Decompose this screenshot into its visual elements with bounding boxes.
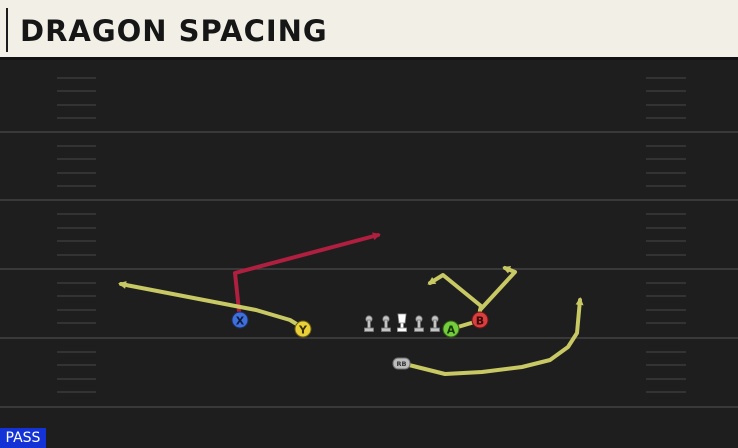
hash-marks-left bbox=[57, 77, 96, 393]
lineman-lt bbox=[364, 315, 374, 332]
hash-marks-right bbox=[646, 77, 686, 393]
route-y-out bbox=[118, 281, 305, 330]
player-x-label: X bbox=[236, 315, 245, 328]
lineman-rg bbox=[414, 315, 424, 332]
title-accent bbox=[6, 8, 8, 52]
play-type-badge: PASS bbox=[0, 428, 46, 448]
route-b-corner-post bbox=[478, 266, 517, 322]
route-rb-wheel bbox=[399, 297, 584, 376]
play-title: DRAGON SPACING bbox=[20, 14, 328, 48]
title-bar: DRAGON SPACING bbox=[0, 0, 738, 60]
play-field: X Y A B RB bbox=[0, 77, 738, 408]
yard-lines bbox=[0, 131, 738, 408]
route-x-corner bbox=[233, 232, 381, 322]
player-rb[interactable]: RB bbox=[392, 357, 411, 370]
player-y-label: Y bbox=[298, 324, 308, 337]
routes bbox=[118, 232, 584, 376]
offensive-line bbox=[364, 313, 440, 332]
center bbox=[397, 313, 407, 332]
player-rb-label: RB bbox=[397, 360, 407, 368]
player-b-label: B bbox=[476, 315, 484, 328]
player-a[interactable]: A bbox=[442, 320, 460, 338]
player-a-label: A bbox=[447, 324, 456, 337]
player-x[interactable]: X bbox=[231, 311, 249, 329]
lineman-lg bbox=[381, 315, 391, 332]
player-y[interactable]: Y bbox=[294, 320, 312, 338]
lineman-rt bbox=[430, 315, 440, 332]
player-b[interactable]: B bbox=[471, 311, 489, 329]
